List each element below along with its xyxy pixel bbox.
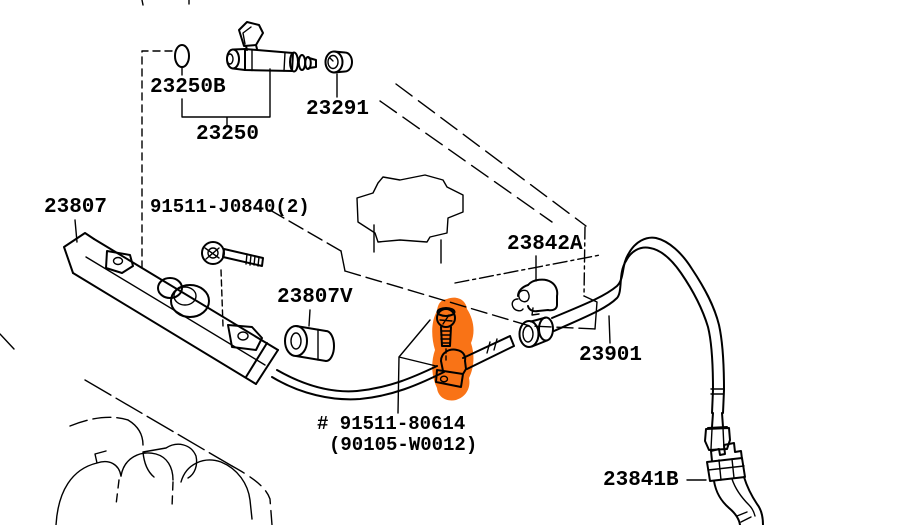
part-label-highlight-line2[interactable]: (90105-W0012) <box>329 434 478 456</box>
clamp-bolt-drawing[interactable] <box>435 307 467 388</box>
tube-fitting-drawing <box>704 412 731 451</box>
part-label-damper[interactable]: 23807V <box>277 286 353 309</box>
part-label-oring[interactable]: 23250B <box>150 76 226 99</box>
tube-clip-drawing <box>511 278 559 316</box>
part-label-fuel-tube[interactable]: 23901 <box>579 344 643 367</box>
injector-drawing <box>226 21 317 73</box>
top-edge-cropped-marks <box>141 0 190 6</box>
fuel-tube-drawing <box>551 236 725 414</box>
throttle-body-phantom <box>356 174 464 264</box>
damper-drawing <box>284 325 335 362</box>
grommet-drawing <box>324 50 353 74</box>
part-label-injector[interactable]: 23250 <box>196 123 260 146</box>
quick-connector-drawing <box>518 316 554 348</box>
bracket-drawing <box>706 442 764 525</box>
part-label-delivery-pipe[interactable]: 23807 <box>44 196 108 219</box>
leader-lines <box>74 66 707 481</box>
part-label-tube-clip[interactable]: 23842A <box>507 233 583 256</box>
engine-cover-phantom <box>269 83 601 330</box>
part-label-bracket[interactable]: 23841B <box>603 469 679 492</box>
part-label-highlight-line1[interactable]: # 91511-80614 <box>317 413 466 435</box>
fuel-hose-drawing <box>271 335 515 401</box>
part-label-grommet[interactable]: 23291 <box>306 98 370 121</box>
rail-bolt-drawing <box>201 241 264 327</box>
part-label-rail-bolt[interactable]: 91511-J0840(2) <box>150 196 310 218</box>
intake-manifold-phantom <box>0 333 273 525</box>
delivery-pipe-drawing <box>63 232 279 385</box>
